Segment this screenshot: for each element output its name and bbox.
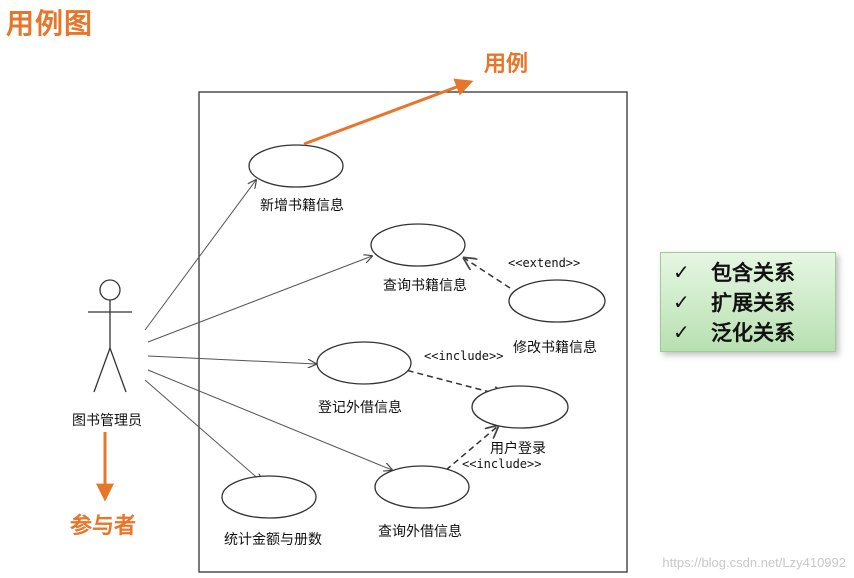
include-stereotype-label-query-loan: <<include>> [462, 457, 542, 471]
use-case-user-login [471, 385, 569, 429]
actor-label: 图书管理员 [72, 413, 142, 429]
include-arrow-query-loan [445, 426, 498, 471]
association-query-book [147, 256, 372, 343]
relationship-type-label: 扩展关系 [711, 291, 795, 315]
use-case-register-loan [316, 341, 412, 385]
extend-stereotype-label: <<extend>> [508, 256, 581, 270]
system-boundary [198, 91, 628, 573]
association-stats [144, 379, 262, 482]
use-case-label-query-loan: 查询外借信息 [378, 524, 462, 540]
watermark: https://blog.csdn.net/Lzy410992 [662, 555, 846, 570]
actor-callout-label: 参与者 [70, 514, 137, 539]
actor-figure [88, 279, 132, 393]
check-icon: ✓ [673, 320, 690, 344]
check-icon: ✓ [673, 260, 690, 284]
association-lines [144, 180, 392, 482]
use-case-modify-book [508, 279, 606, 323]
relationship-type-label: 泛化关系 [711, 321, 795, 345]
relationship-types-panel: ✓ 包含关系 ✓ 扩展关系 ✓ 泛化关系 [660, 252, 836, 352]
use-case-label-register-loan: 登记外借信息 [318, 400, 402, 416]
use-case-query-book [370, 223, 466, 267]
include-stereotype-label-register: <<include>> [424, 349, 504, 363]
page-title: 用例图 [6, 7, 94, 40]
use-case-add-book [248, 144, 344, 188]
use-case-callout-label: 用例 [484, 52, 529, 77]
extend-arrow [464, 258, 511, 289]
relationship-type-generalization: ✓ 泛化关系 [673, 317, 835, 347]
association-add-book [144, 180, 256, 331]
relationship-type-extend: ✓ 扩展关系 [673, 287, 835, 317]
use-case-label-stats: 统计金额与册数 [224, 532, 322, 548]
use-case-label-user-login: 用户登录 [490, 441, 546, 457]
use-case-query-loan [374, 465, 470, 509]
use-case-stats [221, 475, 317, 519]
relationship-type-include: ✓ 包含关系 [673, 257, 835, 287]
use-case-label-add-book: 新增书籍信息 [260, 198, 344, 214]
use-case-ellipses [221, 144, 606, 519]
use-case-callout-arrow [303, 78, 474, 146]
association-query-loan [147, 369, 392, 470]
relationship-type-label: 包含关系 [711, 261, 795, 285]
use-case-label-modify-book: 修改书籍信息 [513, 340, 597, 356]
use-case-label-query-book: 查询书籍信息 [383, 278, 467, 294]
check-icon: ✓ [673, 290, 690, 314]
association-register-loan [147, 355, 316, 364]
